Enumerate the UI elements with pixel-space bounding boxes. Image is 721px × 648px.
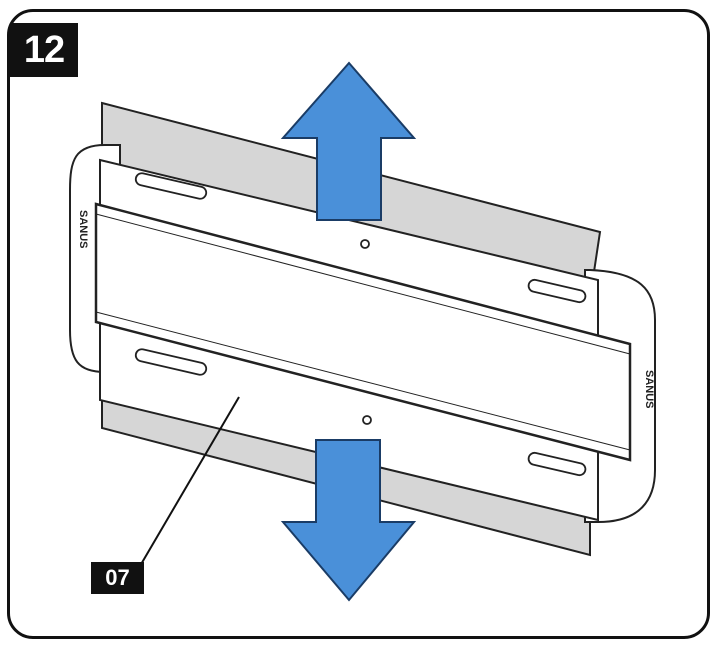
lower-right-slot [527,451,587,477]
step-number-badge: 12 [10,23,78,77]
upper-screw-hole [360,239,370,249]
upper-left-slot [134,172,208,200]
arrow-down-icon [280,439,417,602]
part-leader-line [139,396,240,567]
lower-screw-hole [362,415,372,425]
right-brand-text: SANUS [643,370,655,409]
upper-right-slot [527,278,587,304]
lower-left-slot [134,348,208,376]
part-number-label: 07 [91,562,144,594]
arrow-up-icon [280,61,417,221]
center-rail [94,202,632,462]
left-brand-text: SANUS [77,210,89,249]
